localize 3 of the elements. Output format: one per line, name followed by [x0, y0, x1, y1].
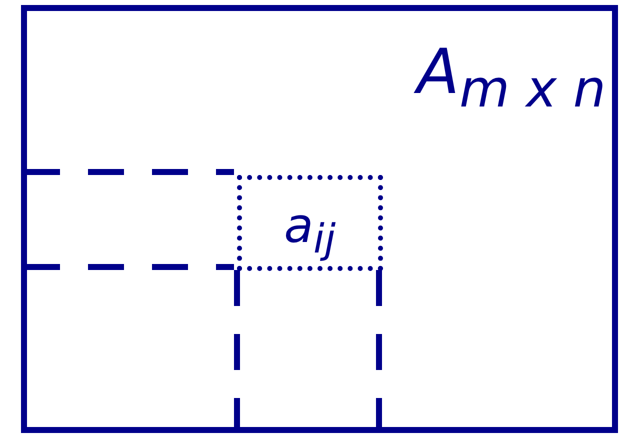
element-box	[237, 175, 383, 271]
element-label: a$_{ij}$	[284, 202, 336, 260]
matrix-box	[21, 5, 618, 433]
